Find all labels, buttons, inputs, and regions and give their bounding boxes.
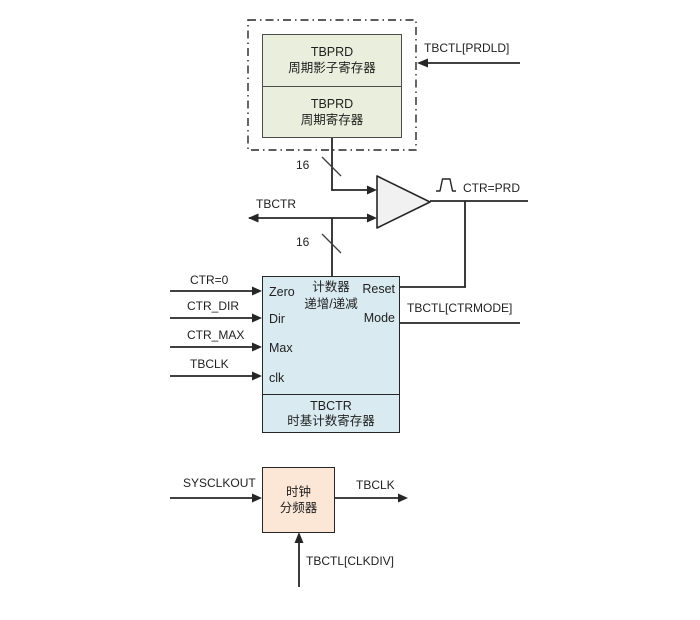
bus-width-slash-bottom xyxy=(321,233,342,254)
tbprd-shadow-register-desc: 周期影子寄存器 xyxy=(288,61,376,76)
counter-title-line2: 递增/递减 xyxy=(304,297,358,311)
sysclkout-label: SYSCLKOUT xyxy=(183,476,256,490)
tbprd-period-register-name: TBPRD xyxy=(310,96,354,111)
tbprd-period-register-cell: TBPRD 周期寄存器 xyxy=(263,85,401,138)
port-max: Max xyxy=(269,340,293,355)
counter-box: 计数器 递增/递减 Zero Dir Max clk Reset Mode TB… xyxy=(262,276,400,433)
clock-divider-box: 时钟 分频器 xyxy=(262,467,335,533)
port-zero: Zero xyxy=(269,284,295,299)
clkdiv-connector xyxy=(294,532,304,587)
tbctr-register-section: TBCTR 时基计数寄存器 xyxy=(263,394,399,432)
tbprd-bus-connector xyxy=(321,138,377,195)
bus-width-slash-top xyxy=(321,156,342,177)
tbprd-period-register-desc: 周期寄存器 xyxy=(300,112,364,127)
bus16-bottom-label: 16 xyxy=(296,235,310,249)
comparator-triangle xyxy=(376,175,431,229)
pulse-waveform-icon xyxy=(436,178,456,192)
ctr-prd-connector xyxy=(400,200,528,288)
prdld-connector xyxy=(417,58,520,68)
tbprd-shadow-register-name: TBPRD xyxy=(310,45,354,60)
tbclk-in-label: TBCLK xyxy=(190,357,229,371)
tbctr-bus-connector xyxy=(248,213,377,277)
tbctr-register-name: TBCTR xyxy=(310,398,352,413)
ctr0-label: CTR=0 xyxy=(190,273,229,287)
tbctr-register-desc: 时基计数寄存器 xyxy=(287,413,375,428)
counter-title-line1: 计数器 xyxy=(312,280,350,294)
port-dir: Dir xyxy=(269,311,285,326)
tbclk-out-connector xyxy=(335,493,408,503)
ctrmax-connector xyxy=(170,342,262,352)
ctrdir-label: CTR_DIR xyxy=(187,299,240,313)
prdld-label: TBCTL[PRDLD] xyxy=(424,41,510,55)
bus16-top-label: 16 xyxy=(296,158,310,172)
clkdiv-label: TBCTL[CLKDIV] xyxy=(306,554,395,568)
tbclk-in-connector xyxy=(170,371,262,381)
tbctr-label: TBCTR xyxy=(256,197,296,211)
ctrmode-label: TBCTL[CTRMODE] xyxy=(407,301,513,315)
tbprd-shadow-register-cell: TBPRD 周期影子寄存器 xyxy=(263,35,401,86)
clock-divider-line2: 分频器 xyxy=(279,501,318,515)
ctrmax-label: CTR_MAX xyxy=(187,328,245,342)
ctrdir-connector xyxy=(170,313,262,323)
tbclk-out-label: TBCLK xyxy=(356,478,395,492)
sysclkout-connector xyxy=(170,493,262,503)
port-reset: Reset xyxy=(362,281,395,296)
port-mode: Mode xyxy=(363,310,395,325)
port-clk: clk xyxy=(269,370,285,385)
period-register-box: TBPRD 周期影子寄存器 TBPRD 周期寄存器 xyxy=(262,34,402,138)
clock-divider-line1: 时钟 xyxy=(285,485,311,499)
ctr-prd-label: CTR=PRD xyxy=(463,181,521,195)
